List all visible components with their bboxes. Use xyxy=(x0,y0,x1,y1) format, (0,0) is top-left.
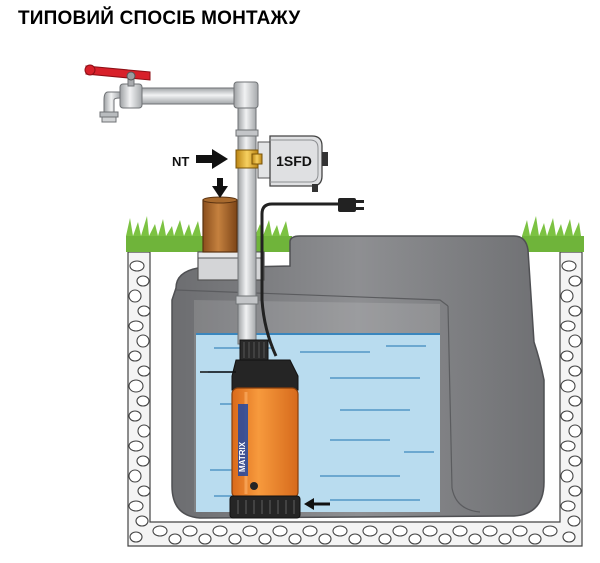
faucet-icon xyxy=(84,64,151,123)
valve-fitting xyxy=(235,149,263,169)
arrow-icon xyxy=(196,149,228,169)
gravel-pit xyxy=(127,251,583,547)
submersible-pump: MATRIX xyxy=(229,339,301,519)
page-title: ТИПОВИЙ СПОСІБ МОНТАЖУ xyxy=(18,8,301,29)
wooden-block xyxy=(202,196,238,253)
arrow-icon xyxy=(212,178,228,198)
pump-brand-label: MATRIX xyxy=(238,441,247,472)
power-cable xyxy=(260,202,340,357)
valve-label: NT xyxy=(172,154,189,169)
pressure-switch-icon xyxy=(257,135,328,192)
plug-icon xyxy=(338,198,364,212)
pressure-switch-label: 1SFD xyxy=(276,153,312,169)
delivery-pipe xyxy=(235,91,259,345)
arrow-icon xyxy=(304,498,330,510)
grass-right xyxy=(522,216,584,252)
horizontal-pipe xyxy=(137,81,259,109)
